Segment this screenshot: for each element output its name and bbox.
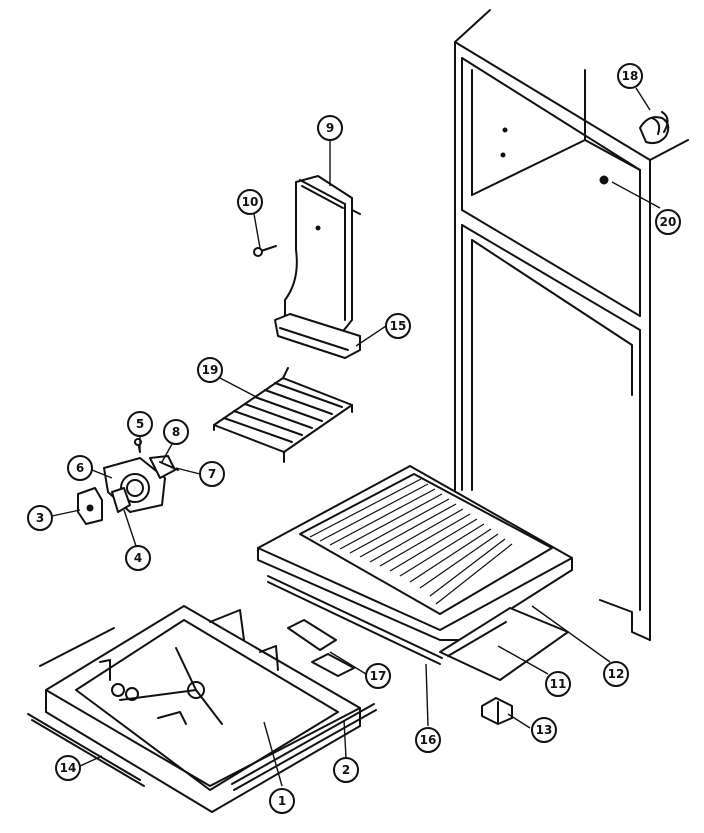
drip-tray-part — [257, 465, 573, 641]
callout-9: 9 — [317, 115, 343, 141]
callout-16-label: 16 — [420, 733, 437, 747]
callout-11-label: 11 — [550, 677, 567, 691]
block-part — [287, 619, 355, 677]
callout-6-label: 6 — [76, 461, 84, 475]
trim-strip-part — [267, 575, 443, 665]
screw-part-10 — [253, 245, 277, 257]
base-pan-part — [45, 605, 361, 813]
callout-15: 15 — [385, 313, 411, 339]
callout-13: 13 — [531, 717, 557, 743]
callout-12-label: 12 — [608, 667, 625, 681]
light-socket-part — [639, 111, 670, 145]
callout-4-label: 4 — [134, 551, 142, 565]
callout-12: 12 — [603, 661, 629, 687]
callout-4: 4 — [125, 545, 151, 571]
side-rail-part — [27, 627, 145, 787]
callout-3-label: 3 — [36, 511, 44, 525]
gasket-rail-part — [231, 703, 377, 791]
callout-3: 3 — [27, 505, 53, 531]
callout-18: 18 — [617, 63, 643, 89]
callout-18-label: 18 — [622, 69, 639, 83]
callout-14: 14 — [55, 755, 81, 781]
callout-19-label: 19 — [202, 363, 219, 377]
callout-20: 20 — [655, 209, 681, 235]
callout-19: 19 — [197, 357, 223, 383]
callout-5-label: 5 — [136, 417, 144, 431]
callout-2: 2 — [333, 757, 359, 783]
callout-6: 6 — [67, 455, 93, 481]
wire-grille-part — [213, 367, 353, 463]
cabinet-frame — [454, 9, 689, 641]
leader-lines — [51, 87, 661, 787]
callout-15-label: 15 — [390, 319, 407, 333]
callout-20-label: 20 — [660, 215, 677, 229]
callout-7: 7 — [199, 461, 225, 487]
callout-2-label: 2 — [342, 763, 350, 777]
callout-1-label: 1 — [278, 794, 286, 808]
callout-13-label: 13 — [536, 723, 553, 737]
callout-8-label: 8 — [172, 425, 180, 439]
bracket-part — [481, 697, 513, 725]
callout-9-label: 9 — [326, 121, 334, 135]
callout-10-label: 10 — [242, 195, 259, 209]
callout-8: 8 — [163, 419, 189, 445]
callout-11: 11 — [545, 671, 571, 697]
callout-17-label: 17 — [370, 669, 387, 683]
air-duct-part — [274, 175, 361, 359]
fan-motor-assembly — [77, 438, 179, 525]
callout-1: 1 — [269, 788, 295, 814]
callout-17: 17 — [365, 663, 391, 689]
callout-5: 5 — [127, 411, 153, 437]
callout-14-label: 14 — [60, 761, 77, 775]
callout-16: 16 — [415, 727, 441, 753]
callout-7-label: 7 — [208, 467, 216, 481]
callout-10: 10 — [237, 189, 263, 215]
